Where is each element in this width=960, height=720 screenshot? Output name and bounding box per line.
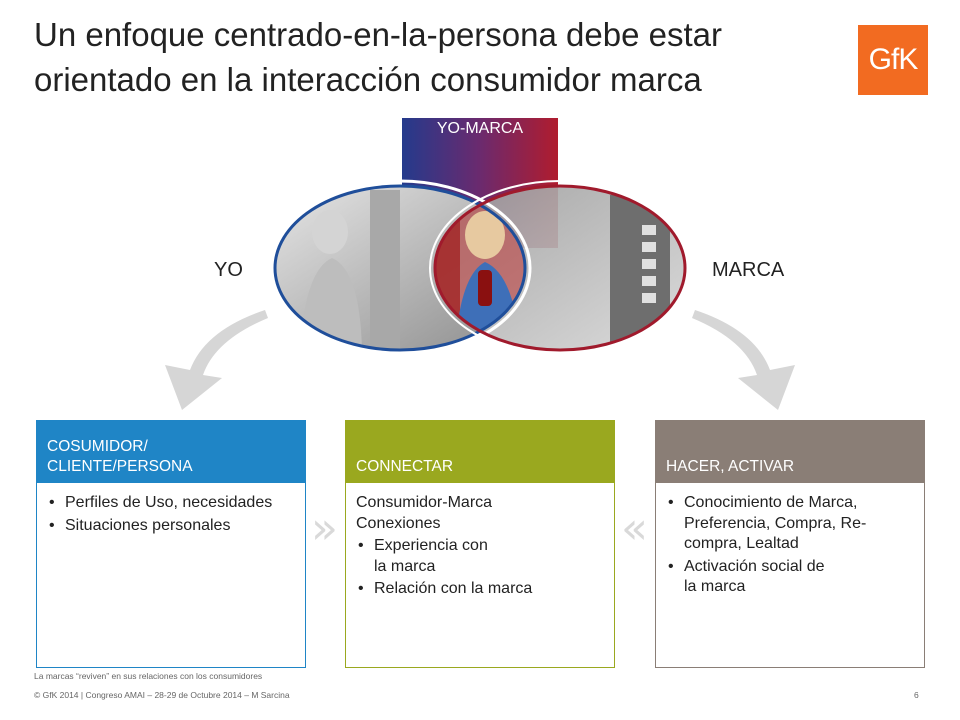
activate-bullet: Activación social de la marca [666,557,834,598]
yo-label: YO [214,259,243,281]
activate-bullet: Conocimiento de Marca, Preferencia, Comp… [666,493,884,555]
left-chevron-icon: « [621,503,648,554]
consumer-panel: COSUMIDOR/ CLIENTE/PERSONA Perfiles de U… [36,420,306,668]
connect-bullet: Experiencia con la marca [356,536,504,577]
yo-marca-label: YO-MARCA [436,120,524,137]
connect-bullet: Relación con la marca [356,579,604,600]
gfk-logo: GfK [858,25,928,95]
consumer-panel-header: COSUMIDOR/ CLIENTE/PERSONA [37,421,305,483]
page-number: 6 [914,690,919,700]
connect-panel-header: CONNECTAR [346,421,614,483]
activate-panel-header: HACER, ACTIVAR [656,421,924,483]
right-curved-arrow [692,310,795,410]
footnote: La marcas “reviven” en sus relaciones co… [34,671,263,681]
activate-panel: HACER, ACTIVAR Conocimiento de Marca, Pr… [655,420,925,668]
footer-copyright: © GfK 2014 | Congreso AMAI – 28-29 de Oc… [34,690,290,700]
connect-panel: CONNECTAR Consumidor-Marca Conexiones Ex… [345,420,615,668]
slide-title: Un enfoque centrado-en-la-persona debe e… [34,16,722,98]
right-chevron-icon: » [311,503,338,554]
consumer-bullet: Situaciones personales [47,516,295,537]
left-curved-arrow [165,310,268,410]
consumer-bullet: Perfiles de Uso, necesidades [47,493,295,514]
marca-label: MARCA [712,259,785,281]
connect-lead-text: Consumidor-Marca Conexiones [356,494,493,532]
